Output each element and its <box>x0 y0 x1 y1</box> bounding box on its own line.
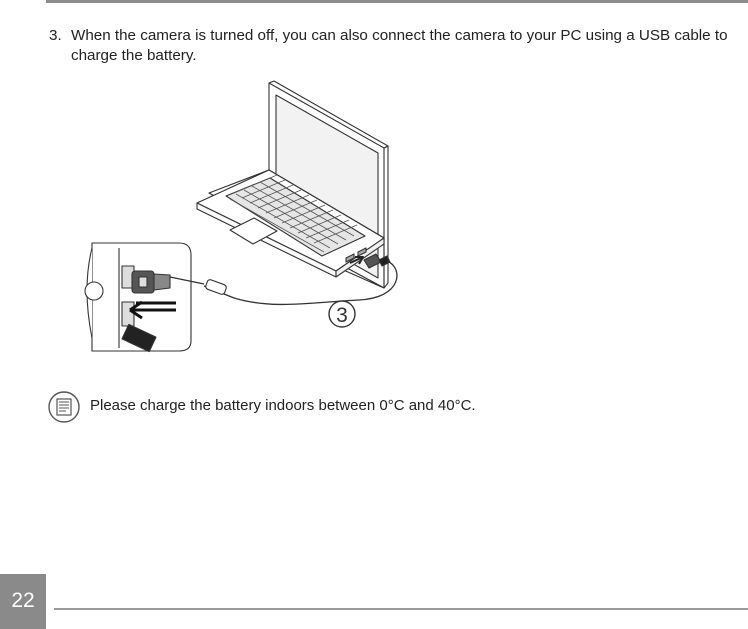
laptop-usb-camera-illustration: 3 <box>84 80 398 353</box>
note-text: Please charge the battery indoors betwee… <box>90 397 476 414</box>
top-rule <box>46 0 748 3</box>
note-icon <box>48 391 80 423</box>
footer-rule <box>54 608 748 610</box>
step-number: 3. <box>49 27 62 44</box>
step-callout-circle <box>328 300 356 328</box>
ferrite-bead <box>205 279 227 295</box>
page-number-box: 22 <box>0 574 46 629</box>
page-number: 22 <box>11 589 35 612</box>
step-callout-number: 3 <box>336 304 348 327</box>
step-text: When the camera is turned off, you can a… <box>71 27 728 64</box>
usb-cable <box>233 260 398 306</box>
camera-inset <box>84 242 205 353</box>
laptop-base <box>196 169 385 289</box>
